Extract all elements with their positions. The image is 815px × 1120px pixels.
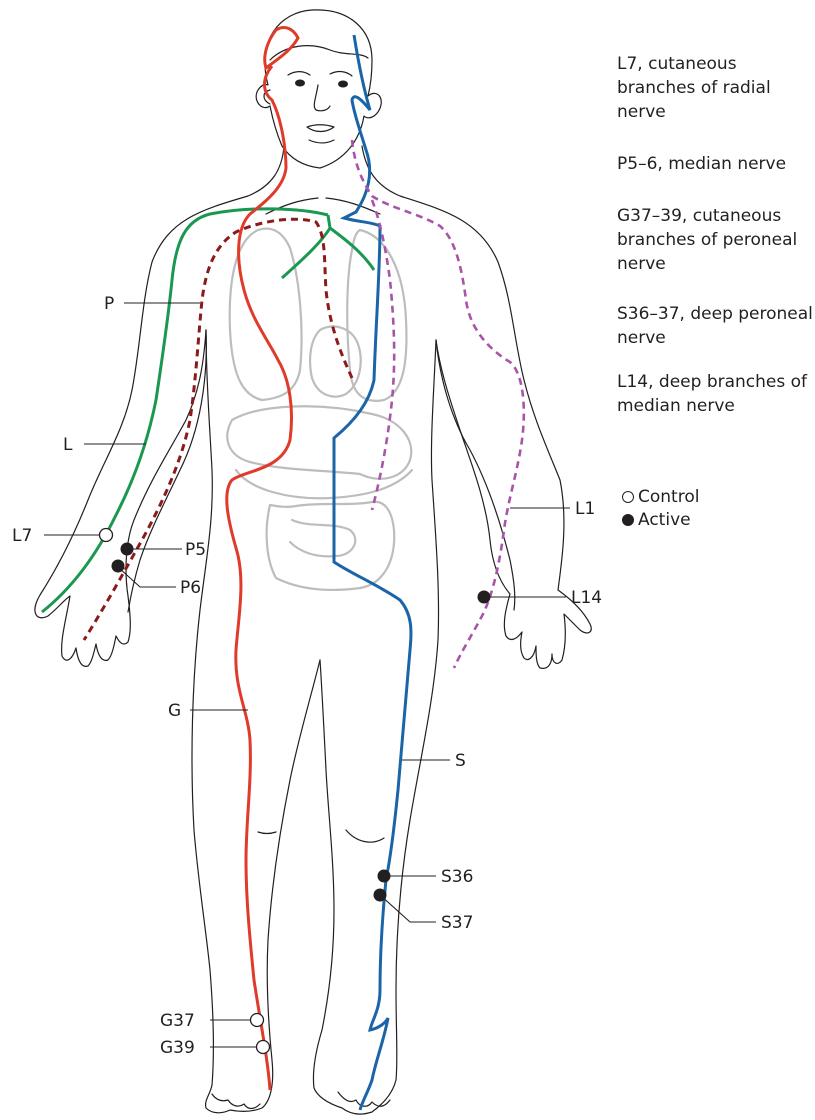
label-l1: L1 — [575, 499, 595, 519]
label-s: S — [455, 751, 466, 771]
point-g37-control — [251, 1014, 264, 1027]
legend-control: Control — [622, 486, 699, 508]
point-l14-active — [478, 591, 491, 604]
point-p6-active — [112, 560, 125, 573]
label-l7: L7 — [12, 526, 32, 546]
label-s36: S36 — [441, 867, 473, 887]
point-s37-active — [374, 889, 387, 902]
label-l14: L14 — [571, 588, 602, 608]
point-s36-active — [378, 870, 391, 883]
point-l7-control — [100, 529, 113, 542]
label-l: L — [63, 435, 73, 455]
active-point-symbol-icon — [622, 514, 634, 526]
label-p: P — [104, 294, 114, 314]
pericardium-meridian-line — [84, 219, 352, 640]
gallbladder-meridian-line — [227, 28, 298, 1090]
label-g39: G39 — [160, 1038, 195, 1058]
description-l7: L7, cutaneous branches of radial nerve — [617, 52, 813, 124]
label-g: G — [168, 701, 181, 721]
legend-active: Active — [622, 509, 691, 531]
label-g37: G37 — [160, 1011, 195, 1031]
label-s37-leader — [380, 895, 436, 922]
label-p5: P5 — [185, 540, 206, 560]
description-p5-6: P5–6, median nerve — [617, 152, 813, 176]
legend-control-label: Control — [638, 487, 699, 507]
internal-organs — [227, 229, 412, 590]
legend-active-label: Active — [638, 510, 691, 530]
description-l14: L14, deep branches of median nerve — [617, 370, 813, 418]
description-g37-39: G37–39, cutaneous branches of peroneal n… — [617, 204, 813, 276]
label-s37: S37 — [441, 913, 473, 933]
point-g39-control — [257, 1041, 270, 1054]
label-p6: P6 — [180, 578, 201, 598]
control-point-symbol-icon — [622, 491, 634, 503]
point-p5-active — [121, 543, 134, 556]
description-s36-37: S36–37, deep peroneal nerve — [617, 302, 813, 350]
